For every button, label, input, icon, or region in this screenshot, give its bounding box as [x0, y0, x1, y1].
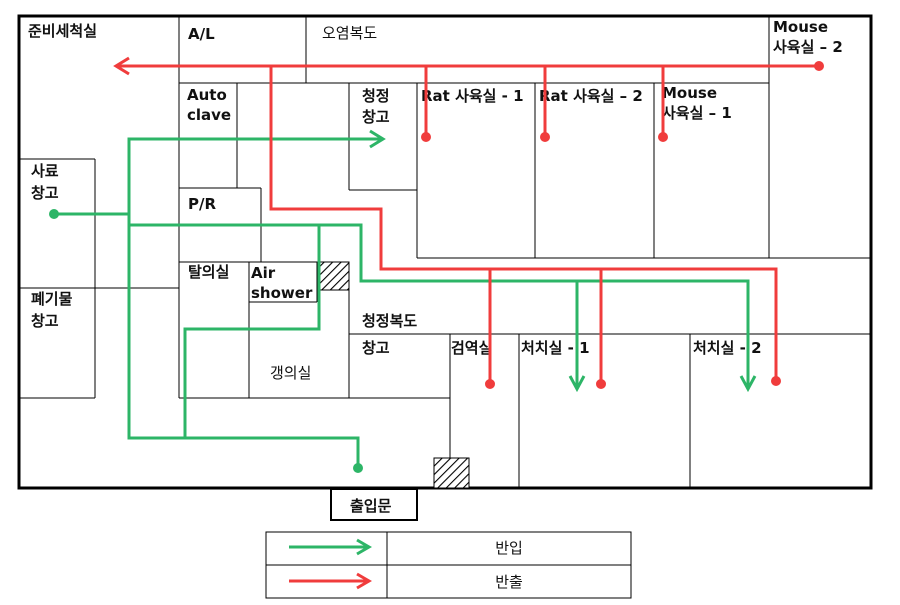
room-label-autoclave-line1: Auto	[187, 86, 227, 104]
route-end-dot	[540, 132, 550, 142]
room-label-dressing: 갱의실	[270, 364, 311, 382]
room-label-rat2: Rat 사육실 – 2	[539, 87, 643, 105]
room-label-quarantine: 검역실	[451, 339, 492, 357]
room-label-undress: 탈의실	[188, 263, 229, 281]
room-label-entrance: 출입문	[350, 497, 392, 515]
entrance-box	[330, 488, 418, 521]
room-label-al: A/L	[188, 25, 215, 43]
in-route-bottom-loop	[127, 214, 360, 467]
out-route-endpoints	[421, 61, 824, 389]
room-labels: 준비세척실 A/L 오염복도 Mouse 사육실 – 2 Auto clave …	[28, 18, 843, 515]
route-start-dot	[814, 61, 824, 71]
legend-out-arrow	[289, 572, 372, 590]
legend: 반입 반출	[265, 531, 632, 599]
room-label-feed-storage-line2: 창고	[31, 184, 59, 202]
in-route-endpoints	[49, 209, 363, 473]
room-label-air-shower-line2: shower	[251, 284, 313, 302]
room-label-air-shower-line1: Air	[251, 264, 276, 282]
hatched-pass-box	[433, 457, 470, 489]
room-label-mouse1-line2: 사육실 – 1	[662, 104, 732, 122]
room-label-mouse2-line2: 사육실 – 2	[773, 38, 843, 56]
room-label-treatment2: 처치실 - 2	[693, 339, 762, 357]
out-route-arrowheads	[113, 56, 130, 76]
in-route-to-clean-storage	[54, 137, 381, 216]
arrow-head	[369, 129, 386, 149]
room-label-rat1: Rat 사육실 - 1	[421, 87, 524, 105]
arrow-head	[113, 56, 130, 76]
route-start-dot	[49, 209, 59, 219]
in-route-lines	[54, 137, 750, 467]
room-label-contaminated-corridor: 오염복도	[322, 24, 377, 42]
legend-out-label: 반출	[495, 573, 523, 591]
out-route-down	[269, 66, 778, 381]
in-route-clean-corridor	[319, 223, 750, 387]
in-route-via-air-shower	[129, 223, 321, 438]
room-label-waste-storage-line2: 창고	[31, 312, 59, 330]
route-end-dot	[353, 463, 363, 473]
arrow-head	[739, 375, 757, 393]
room-label-mouse2-line1: Mouse	[773, 18, 828, 36]
room-label-prep-wash: 준비세척실	[28, 22, 97, 40]
room-label-pr: P/R	[188, 195, 216, 213]
legend-in-arrow	[289, 538, 372, 556]
room-label-waste-storage-line1: 폐기물	[31, 290, 73, 308]
room-label-storage: 창고	[362, 339, 390, 357]
room-label-clean-storage-line1: 청정	[362, 87, 390, 105]
route-end-dot	[771, 376, 781, 386]
room-label-autoclave-line2: clave	[187, 106, 231, 124]
arrow-head	[568, 375, 586, 393]
legend-in-label: 반입	[495, 539, 523, 557]
room-label-clean-corridor: 청정복도	[362, 312, 417, 330]
route-end-dot	[658, 132, 668, 142]
route-end-dot	[485, 379, 495, 389]
hatched-pass-box	[316, 261, 350, 291]
room-label-feed-storage-line1: 사료	[31, 162, 59, 180]
room-label-mouse1-line1: Mouse	[662, 84, 717, 102]
out-route-lines	[118, 64, 819, 384]
in-route-arrowheads	[369, 129, 757, 393]
room-label-treatment1: 처치실 - 1	[521, 339, 590, 357]
route-end-dot	[421, 132, 431, 142]
room-label-clean-storage-line2: 창고	[362, 108, 390, 126]
route-end-dot	[596, 379, 606, 389]
